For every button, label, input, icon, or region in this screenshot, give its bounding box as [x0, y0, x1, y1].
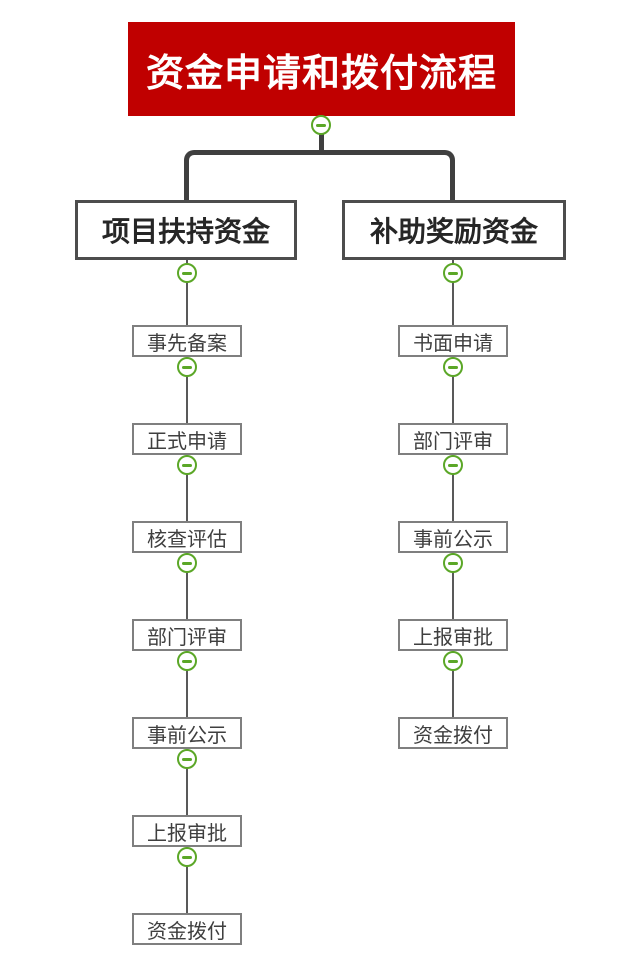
minus-glyph — [448, 463, 458, 467]
node-department-review-left[interactable]: 部门评审 — [132, 619, 242, 651]
collapse-minus-icon[interactable] — [443, 651, 463, 671]
collapse-minus-icon[interactable] — [443, 553, 463, 573]
minus-glyph — [448, 271, 458, 275]
root-topic[interactable]: 资金申请和拨付流程 — [128, 22, 515, 116]
node-label: 事前公示 — [413, 528, 493, 551]
node-report-approval-left[interactable]: 上报审批 — [132, 815, 242, 847]
branch-topic-project-support[interactable]: 项目扶持资金 — [75, 200, 297, 260]
collapse-minus-icon[interactable] — [311, 115, 331, 135]
minus-glyph — [182, 659, 192, 663]
collapse-minus-icon[interactable] — [177, 455, 197, 475]
node-fund-disbursement-left[interactable]: 资金拨付 — [132, 913, 242, 945]
collapse-minus-icon[interactable] — [177, 847, 197, 867]
branch-topic-label: 补助奖励资金 — [369, 216, 538, 247]
minus-glyph — [182, 757, 192, 761]
node-label: 资金拨付 — [413, 724, 493, 747]
node-label: 事先备案 — [147, 332, 227, 355]
minus-glyph — [182, 365, 192, 369]
collapse-minus-icon[interactable] — [443, 455, 463, 475]
node-report-approval-right[interactable]: 上报审批 — [398, 619, 508, 651]
node-label: 上报审批 — [413, 626, 493, 649]
branch-topic-label: 项目扶持资金 — [101, 216, 270, 247]
collapse-minus-icon[interactable] — [177, 553, 197, 573]
collapse-minus-icon[interactable] — [177, 263, 197, 283]
connector-left-elbow — [184, 150, 321, 200]
connector-right-elbow — [321, 150, 455, 200]
node-label: 部门评审 — [147, 626, 227, 649]
node-formal-application[interactable]: 正式申请 — [132, 423, 242, 455]
collapse-minus-icon[interactable] — [177, 357, 197, 377]
minus-glyph — [182, 271, 192, 275]
connector-right-column-line — [452, 260, 454, 717]
node-label: 资金拨付 — [147, 920, 227, 943]
node-label: 上报审批 — [147, 822, 227, 845]
minus-glyph — [448, 365, 458, 369]
node-pre-publicity-right[interactable]: 事前公示 — [398, 521, 508, 553]
node-prior-filing[interactable]: 事先备案 — [132, 325, 242, 357]
node-pre-publicity-left[interactable]: 事前公示 — [132, 717, 242, 749]
minus-glyph — [448, 659, 458, 663]
minus-glyph — [316, 123, 326, 127]
node-label: 书面申请 — [413, 332, 493, 355]
node-verification-assessment[interactable]: 核查评估 — [132, 521, 242, 553]
node-department-review-right[interactable]: 部门评审 — [398, 423, 508, 455]
node-fund-disbursement-right[interactable]: 资金拨付 — [398, 717, 508, 749]
node-written-application[interactable]: 书面申请 — [398, 325, 508, 357]
collapse-minus-icon[interactable] — [443, 263, 463, 283]
node-label: 正式申请 — [147, 430, 227, 453]
minus-glyph — [182, 463, 192, 467]
connector-left-column-line — [186, 260, 188, 913]
root-topic-label: 资金申请和拨付流程 — [145, 52, 497, 95]
node-label: 部门评审 — [413, 430, 493, 453]
node-label: 核查评估 — [147, 528, 227, 551]
minus-glyph — [182, 855, 192, 859]
branch-topic-subsidy-reward[interactable]: 补助奖励资金 — [342, 200, 566, 260]
collapse-minus-icon[interactable] — [443, 357, 463, 377]
collapse-minus-icon[interactable] — [177, 749, 197, 769]
minus-glyph — [448, 561, 458, 565]
minus-glyph — [182, 561, 192, 565]
node-label: 事前公示 — [147, 724, 227, 747]
collapse-minus-icon[interactable] — [177, 651, 197, 671]
